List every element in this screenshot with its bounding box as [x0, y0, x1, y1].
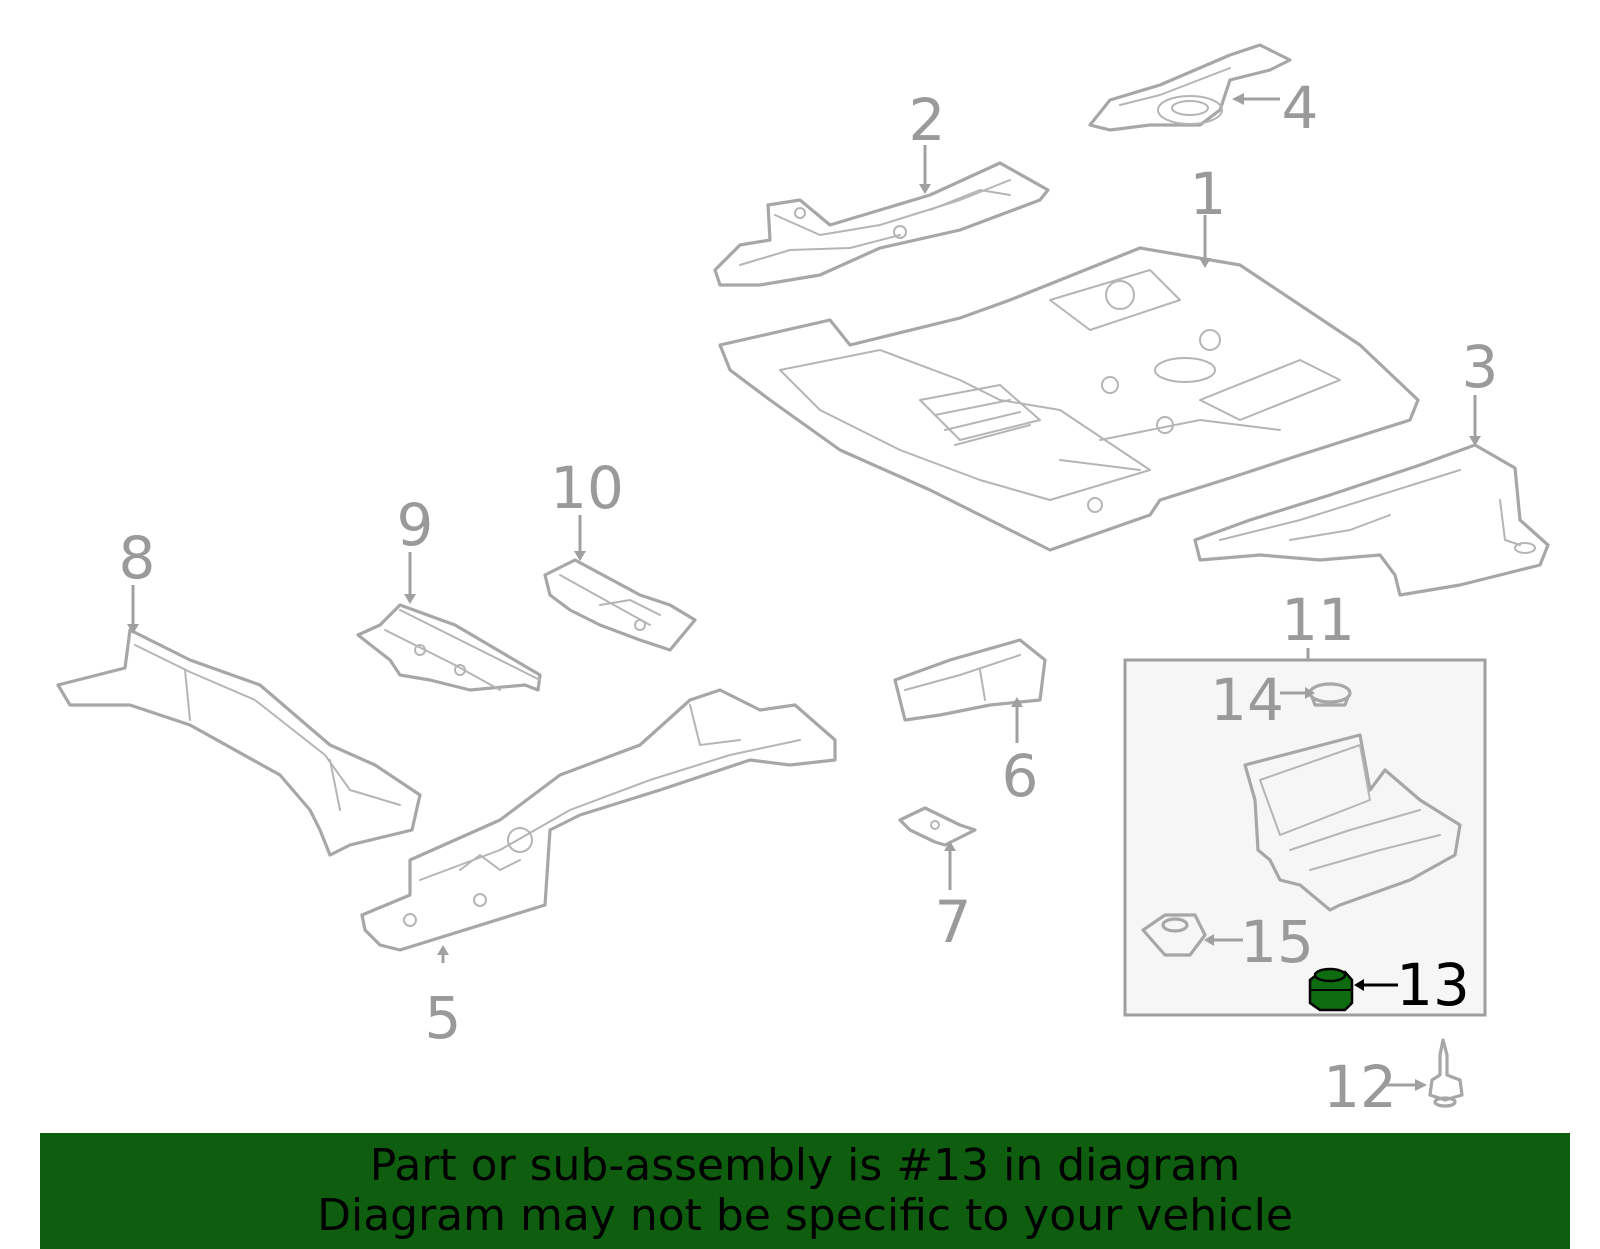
callout-8: 8 [119, 524, 156, 592]
parts-diagram: 1 2 3 4 5 6 7 8 9 10 11 12 13 14 15 [56, 43, 1550, 1121]
banner-line-disclaimer: Diagram may not be specific to your vehi… [317, 1190, 1293, 1241]
callout-9: 9 [397, 491, 434, 559]
info-banner: Part or sub-assembly is #13 in diagram D… [40, 1133, 1570, 1249]
part-4-bracket[interactable] [1088, 43, 1292, 132]
callout-1: 1 [1190, 160, 1227, 228]
callout-14: 14 [1210, 666, 1284, 734]
callout-6: 6 [1002, 742, 1039, 810]
part-7-plate[interactable] [898, 806, 977, 847]
callout-13: 13 [1396, 951, 1470, 1019]
part-9-bracket[interactable] [356, 603, 542, 692]
part-8-side-rail[interactable] [56, 628, 422, 857]
callout-10: 10 [550, 454, 624, 522]
part-1-floor-pan[interactable] [718, 246, 1420, 552]
callout-11: 11 [1281, 586, 1355, 654]
part-15-clip-nut[interactable] [1141, 913, 1207, 957]
part-13-highlighted-nut[interactable] [1308, 967, 1354, 1012]
callout-3: 3 [1462, 333, 1499, 401]
part-6-bracket[interactable] [893, 638, 1047, 722]
part-2-crossmember[interactable] [713, 161, 1050, 287]
callout-2: 2 [909, 86, 946, 154]
part-11-under-cover[interactable] [1243, 733, 1462, 912]
callout-arrows [127, 93, 1481, 1091]
callout-5: 5 [425, 984, 462, 1052]
callout-7: 7 [935, 888, 972, 956]
callout-15: 15 [1240, 908, 1314, 976]
part-3-rear-crossmember[interactable] [1193, 443, 1550, 597]
part-10-bracket[interactable] [543, 558, 697, 652]
banner-line-part-number: Part or sub-assembly is #13 in diagram [369, 1140, 1241, 1191]
part-12-clip[interactable] [1428, 1038, 1464, 1108]
callout-4: 4 [1282, 74, 1319, 142]
callout-12: 12 [1323, 1053, 1397, 1121]
part-5-floor-side-member[interactable] [360, 688, 837, 952]
